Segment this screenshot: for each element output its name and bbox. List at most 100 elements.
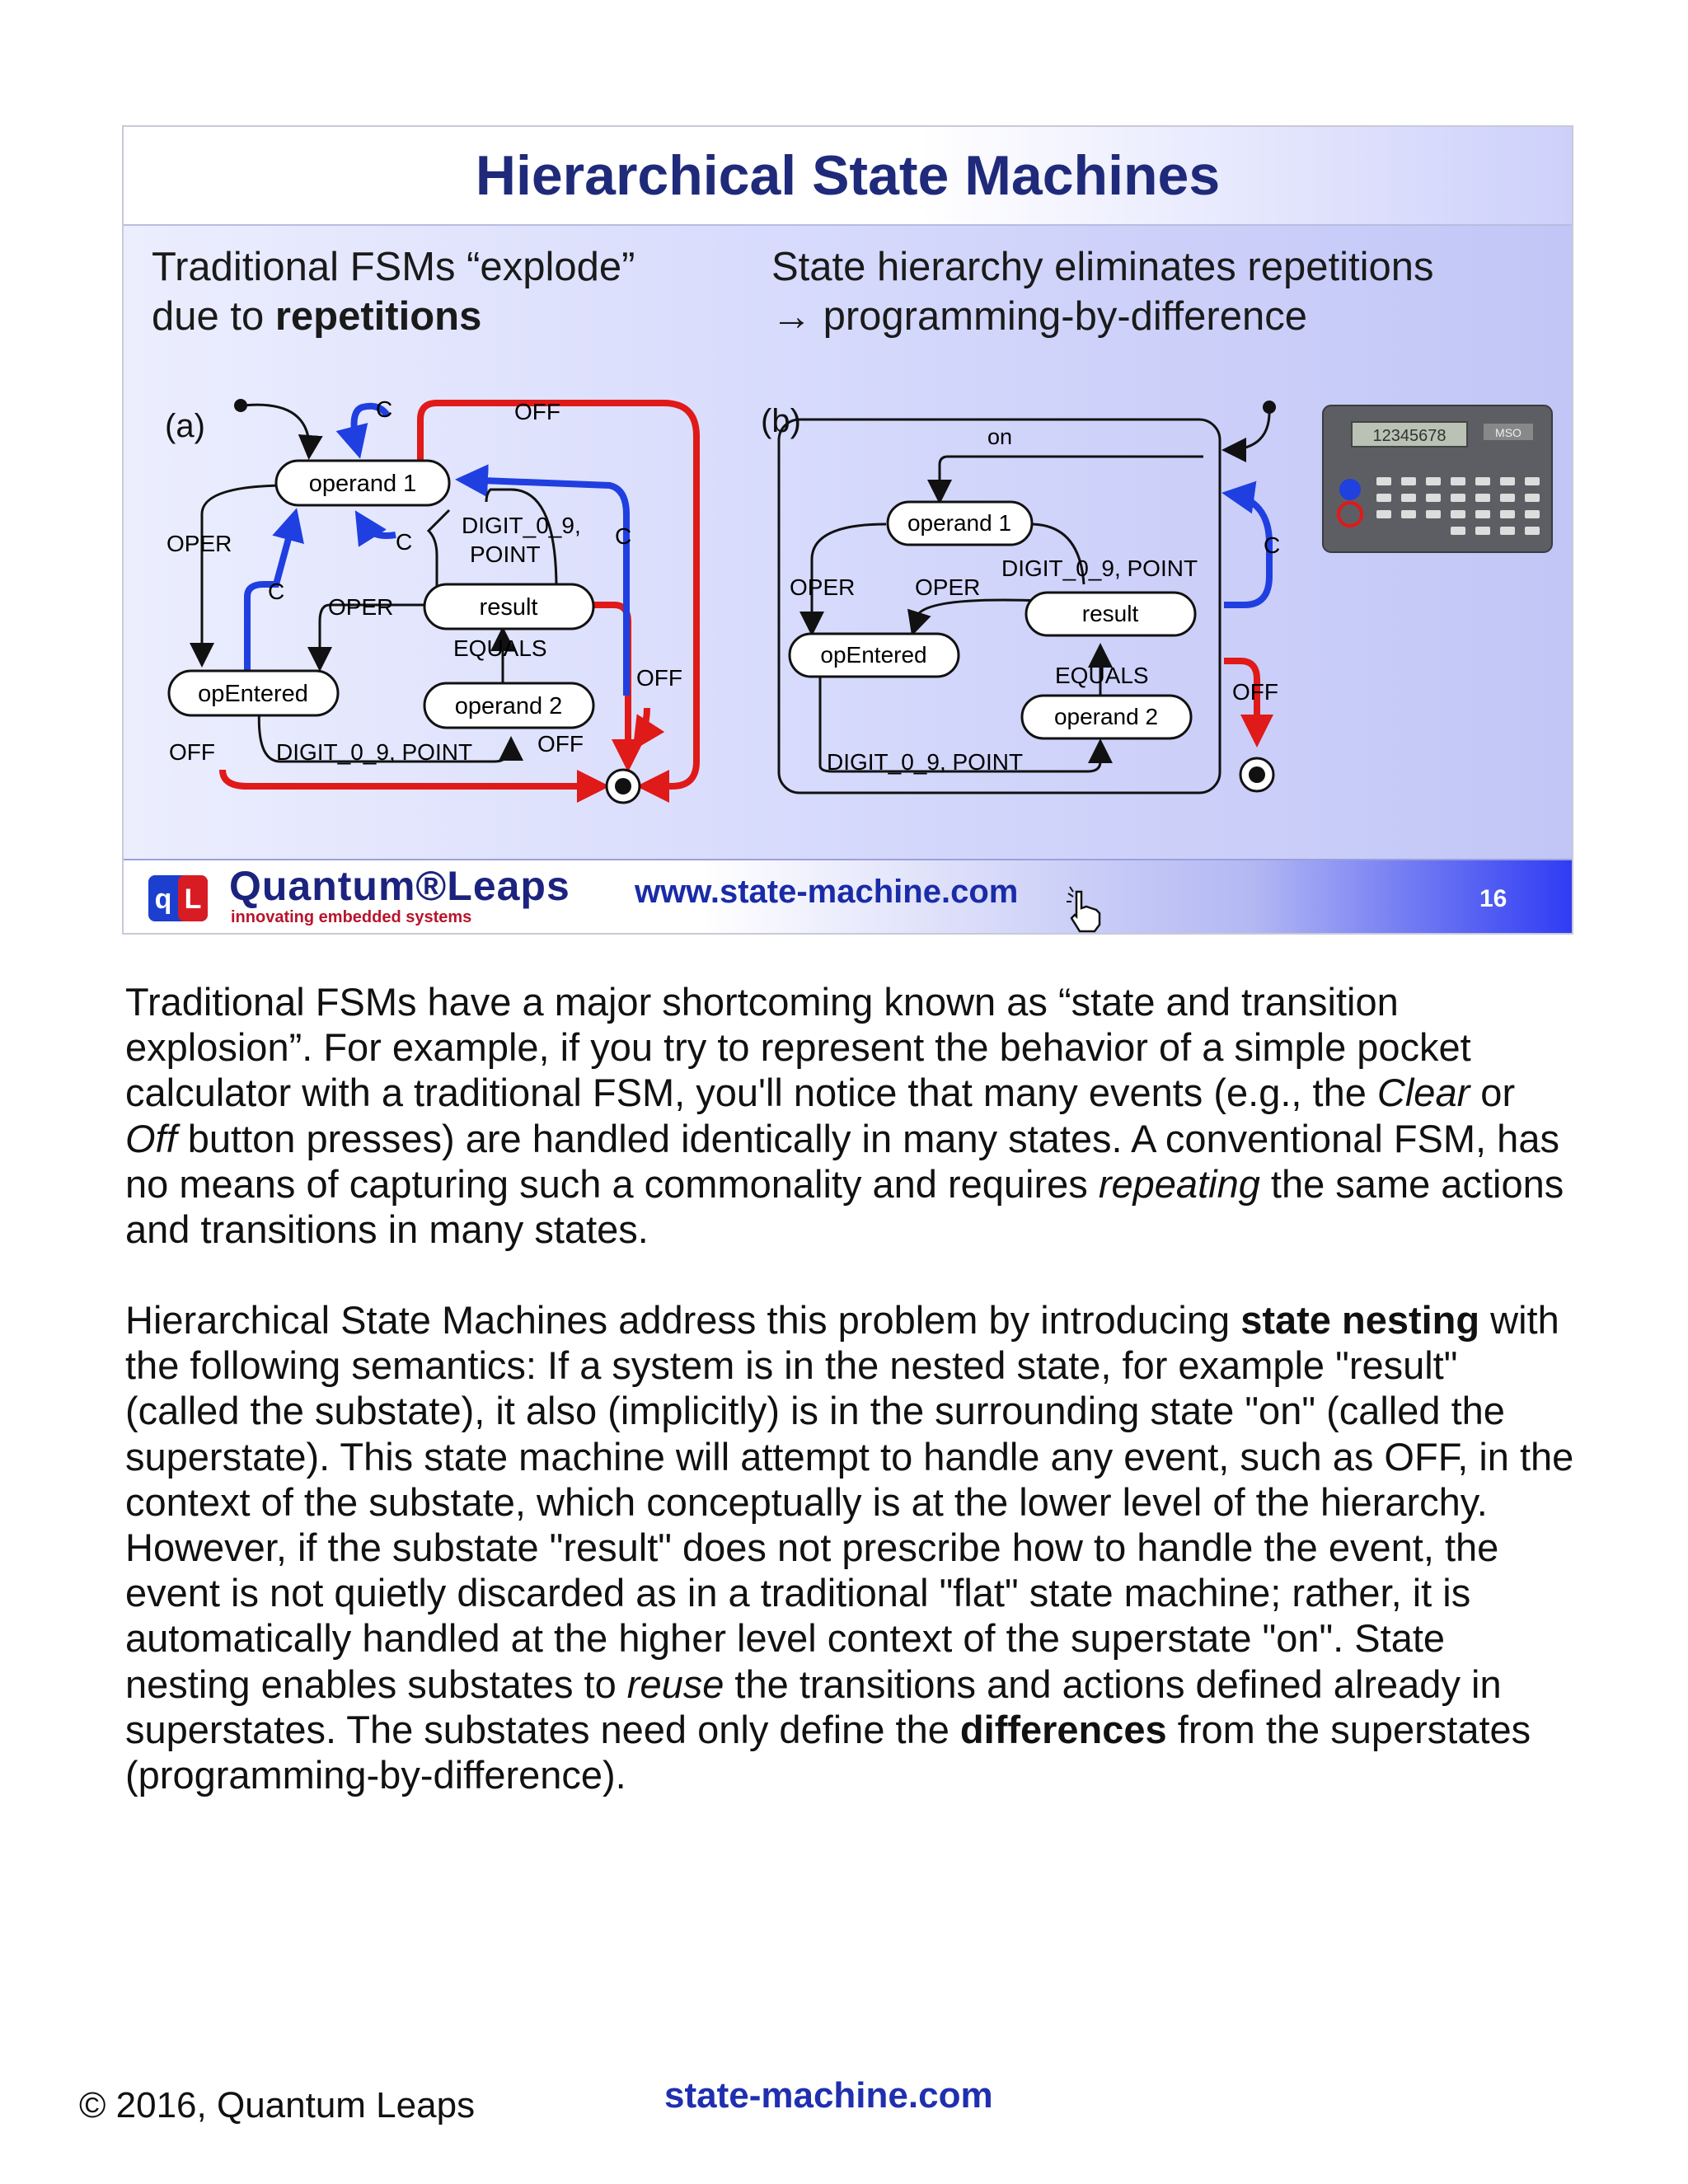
diagram-a: (a) operand 1 <box>165 396 700 804</box>
a-label-off-bottom: OFF <box>169 739 215 765</box>
hand-pointer-icon <box>1067 886 1101 933</box>
left-heading: Traditional FSMs “explode” due to repeti… <box>152 242 635 341</box>
a-label-c-top: C <box>376 396 392 422</box>
a-digit-point-bottom <box>257 703 523 763</box>
a-c-result <box>354 510 396 547</box>
a-initial-pseudostate <box>234 399 247 412</box>
a-off-transition-operand2 <box>632 707 665 751</box>
b-initial-pseudostate <box>1263 401 1276 414</box>
slide-footer: q L Quantum®Leaps innovating embedded sy… <box>124 859 1572 933</box>
a-state-opentered: opEntered <box>167 669 340 717</box>
b-label-equals: EQUALS <box>1055 663 1149 688</box>
b-final-state <box>1239 757 1275 793</box>
diagram-b: (b) on operand 1 <box>761 401 1280 794</box>
footer-logo-tagline: innovating embedded systems <box>231 908 472 926</box>
b-label-digit-point-top: DIGIT_0_9, POINT <box>1001 555 1198 581</box>
right-heading-line2: → programming-by-difference <box>771 294 1307 339</box>
a-label-digit-point: DIGIT_0_9, POINT <box>276 739 472 765</box>
strong-state-nesting: state nesting <box>1240 1298 1480 1342</box>
svg-text:q: q <box>155 883 172 915</box>
left-heading-bold: repetitions <box>274 294 482 339</box>
b-inner-initial <box>927 455 1203 504</box>
b-label-c: C <box>1264 532 1280 558</box>
a-label-oper-left: OPER <box>166 531 232 556</box>
svg-text:result: result <box>480 594 538 621</box>
a-oper-left <box>190 484 289 668</box>
state-diagrams: (a) operand 1 <box>165 396 1553 804</box>
a-off-transition-top <box>417 400 700 803</box>
left-heading-line1: Traditional FSMs “explode” <box>152 245 635 289</box>
page-footer-url-link[interactable]: state-machine.com <box>664 2075 993 2116</box>
em-repeating: repeating <box>1098 1161 1260 1206</box>
calculator-display-text: 12345678 <box>1373 427 1447 445</box>
b-c-transition <box>1221 480 1273 608</box>
a-label-digit: DIGIT_0_9, <box>462 513 581 538</box>
calculator-display <box>1351 421 1468 448</box>
a-initial-transition <box>242 403 323 460</box>
a-label-off-right: OFF <box>636 665 682 691</box>
b-state-result: result <box>1025 591 1197 637</box>
calculator-image: 12345678 MSO <box>1322 405 1553 553</box>
slide-title-bar: Hierarchical State Machines <box>124 127 1572 226</box>
b-label-oper-result: OPER <box>915 574 980 600</box>
slide-number: 16 <box>1479 885 1507 912</box>
slide-title: Hierarchical State Machines <box>475 144 1221 207</box>
calculator-c-button <box>1339 479 1361 500</box>
a-oper-result <box>307 603 429 672</box>
em-off: Off <box>125 1116 177 1160</box>
a-state-operand1: operand 1 <box>274 459 451 507</box>
b-label-digit-point-bottom: DIGIT_0_9, POINT <box>827 749 1023 775</box>
a-state-result: result <box>423 583 595 630</box>
a-c-operand2 <box>455 464 630 696</box>
strong-differences: differences <box>959 1707 1167 1751</box>
a-c-opentered <box>244 508 304 683</box>
a-off-transition-result <box>585 602 645 772</box>
b-state-operand2: operand 2 <box>1020 694 1193 740</box>
svg-text:operand 2: operand 2 <box>1054 704 1158 729</box>
a-label-c-right: C <box>615 523 631 549</box>
svg-text:operand 1: operand 1 <box>907 510 1011 536</box>
paragraph-1: Traditional FSMs have a major shortcomin… <box>125 980 1564 1252</box>
b-superstate-label: on <box>987 424 1012 449</box>
svg-text:opEntered: opEntered <box>198 681 308 707</box>
a-label-oper-result: OPER <box>328 594 393 620</box>
quantum-leaps-logo-icon: q L <box>148 875 208 921</box>
a-label-equals: EQUALS <box>453 635 547 661</box>
a-label-point: POINT <box>470 541 541 567</box>
b-state-operand1: operand 1 <box>886 500 1034 546</box>
em-clear: Clear <box>1376 1071 1470 1115</box>
b-oper-left <box>799 523 887 636</box>
right-heading-line1: State hierarchy eliminates repetitions <box>771 245 1434 289</box>
b-label-oper-left: OPER <box>790 574 855 600</box>
left-heading-line2: due to repetitions <box>152 294 482 339</box>
calculator-brand: MSO <box>1495 426 1522 439</box>
diagram-a-label: (a) <box>165 408 205 444</box>
a-c-self <box>335 402 391 459</box>
b-oper-result <box>907 598 1043 636</box>
a-digit-right <box>485 488 558 589</box>
b-state-opentered: opEntered <box>788 632 960 678</box>
a-label-c-opentered: C <box>268 579 284 604</box>
slide: Hierarchical State Machines Traditional … <box>122 125 1573 935</box>
footer-url-link[interactable]: www.state-machine.com <box>635 874 1019 910</box>
b-digit-point-bottom <box>818 675 1113 773</box>
a-off-transition-bottom <box>219 769 610 803</box>
svg-text:result: result <box>1082 601 1139 626</box>
svg-text:operand 2: operand 2 <box>455 693 563 719</box>
a-final-state <box>605 768 641 804</box>
svg-text:operand 1: operand 1 <box>309 471 417 497</box>
svg-text:opEntered: opEntered <box>820 642 926 668</box>
a-label-c-result: C <box>396 529 412 555</box>
b-off-transition <box>1224 658 1273 748</box>
a-label-off-operand2: OFF <box>537 731 584 757</box>
b-digit-point-top <box>1025 512 1085 585</box>
a-state-operand2: operand 2 <box>423 682 595 729</box>
right-heading: State hierarchy eliminates repetitions →… <box>771 242 1433 341</box>
paragraph-2: Hierarchical State Machines address this… <box>125 1298 1574 1797</box>
b-superstate-on <box>777 418 1221 794</box>
b-initial-transition <box>1221 408 1271 462</box>
footer-logo-text: Quantum®Leaps <box>229 863 570 909</box>
em-reuse: reuse <box>626 1661 724 1706</box>
a-digit-to-op1 <box>426 509 451 588</box>
svg-text:L: L <box>185 883 202 915</box>
